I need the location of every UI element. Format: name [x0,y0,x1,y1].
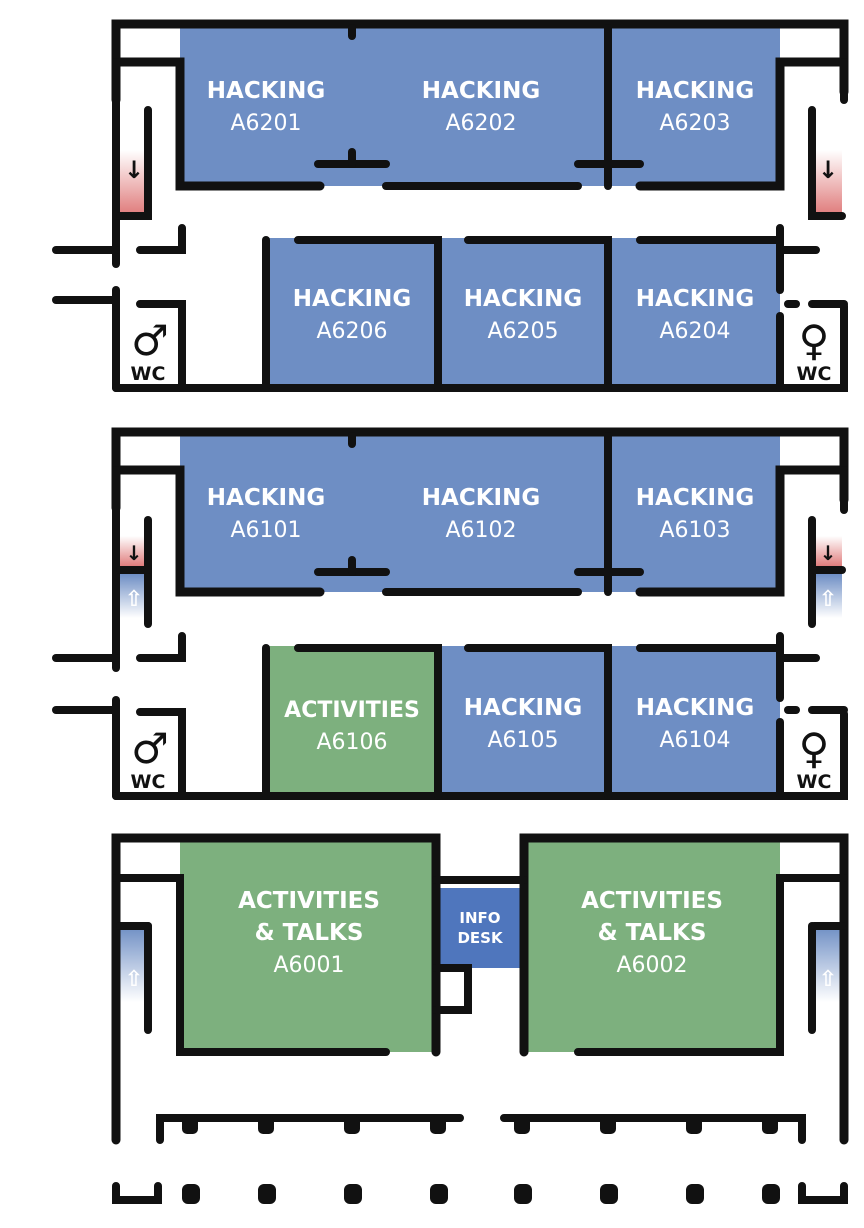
room-a6205[interactable] [438,238,608,388]
room-a6002[interactable] [524,842,780,1052]
column [600,1184,618,1204]
room-title: HACKING [207,78,325,104]
room-title-line1: ACTIVITIES [581,888,723,914]
room-title: HACKING [464,286,582,312]
room-a6105[interactable] [438,646,608,796]
male-symbol-icon: ♂ [131,724,169,773]
stairs-down-icon: ↓ [126,541,143,565]
column [258,1116,274,1134]
column [182,1184,200,1204]
female-symbol-icon: ♀ [799,316,830,365]
room-a6103[interactable] [608,436,780,592]
room-a6106[interactable] [266,646,438,796]
info-desk-line2: DESK [457,929,504,947]
room-title: HACKING [636,485,754,511]
column [686,1116,702,1134]
room-code: A6201 [230,111,301,136]
column [430,1116,446,1134]
room-title: HACKING [636,286,754,312]
stairs-down-left[interactable] [120,536,148,566]
stairs-up-icon: ⇧ [125,967,143,992]
male-symbol-icon: ♂ [131,316,169,365]
wc-men-label: WC [131,771,166,793]
room-code: A6001 [273,953,344,978]
room-title: HACKING [207,485,325,511]
stairs-down-right[interactable] [814,536,842,566]
room-title-line2: & TALKS [255,920,364,946]
room-code: A6105 [487,728,558,753]
stairs-up-right[interactable] [814,574,842,618]
stairs-up-left[interactable] [120,926,148,1002]
column [182,1116,198,1134]
stairs-down-icon: ↓ [124,156,144,184]
room-code: A6002 [616,953,687,978]
room-code: A6104 [659,728,730,753]
column [686,1184,704,1204]
room-code: A6101 [230,518,301,543]
column [344,1116,360,1134]
column [762,1184,780,1204]
room-code: A6204 [659,319,730,344]
stairs-up-icon: ⇧ [819,587,837,612]
stairs-up-right[interactable] [814,926,842,1002]
room-a6201-a6202[interactable] [180,28,608,186]
column [430,1184,448,1204]
room-a6104[interactable] [608,646,780,796]
stairs-up-left[interactable] [120,574,148,618]
room-title: HACKING [422,78,540,104]
column [762,1116,778,1134]
floor-1 [52,427,849,800]
room-title: HACKING [636,695,754,721]
room-title: ACTIVITIES [284,698,420,723]
floor-0-columns [182,1116,780,1204]
female-symbol-icon: ♀ [799,724,830,773]
wc-men-label: WC [131,363,166,385]
stairs-down-left[interactable] [120,150,148,214]
floor-1-labels: HACKING A6101 HACKING A6102 HACKING A610… [125,485,837,793]
column [344,1184,362,1204]
column [258,1184,276,1204]
room-title-line1: ACTIVITIES [238,888,380,914]
room-code: A6106 [316,730,387,755]
room-title: HACKING [422,485,540,511]
room-code: A6203 [659,111,730,136]
room-code: A6205 [487,319,558,344]
room-title: HACKING [293,286,411,312]
wc-women-label: WC [797,771,832,793]
room-a6001[interactable] [180,842,436,1052]
floor-2-labels: HACKING A6201 HACKING A6202 HACKING A620… [124,78,838,385]
column [514,1116,530,1134]
room-title-line2: & TALKS [598,920,707,946]
room-title: HACKING [464,695,582,721]
column [514,1184,532,1204]
stairs-down-icon: ↓ [820,541,837,565]
room-code: A6103 [659,518,730,543]
floor-0 [111,833,849,1204]
room-code: A6206 [316,319,387,344]
info-desk[interactable] [436,888,524,968]
room-a6203[interactable] [608,28,780,186]
stairs-down-right[interactable] [814,150,842,214]
wc-women-label: WC [797,363,832,385]
info-desk-line1: INFO [459,909,500,927]
room-title: HACKING [636,78,754,104]
stairs-down-icon: ↓ [818,156,838,184]
room-a6204[interactable] [608,238,780,388]
floor-2 [52,19,849,392]
room-a6206[interactable] [266,238,438,388]
floor-0-labels: ACTIVITIES & TALKS A6001 ACTIVITIES & TA… [125,888,837,992]
column [600,1116,616,1134]
room-code: A6102 [445,518,516,543]
stairs-up-icon: ⇧ [125,587,143,612]
room-a6101-a6102[interactable] [180,436,608,592]
stairs-up-icon: ⇧ [819,967,837,992]
room-code: A6202 [445,111,516,136]
